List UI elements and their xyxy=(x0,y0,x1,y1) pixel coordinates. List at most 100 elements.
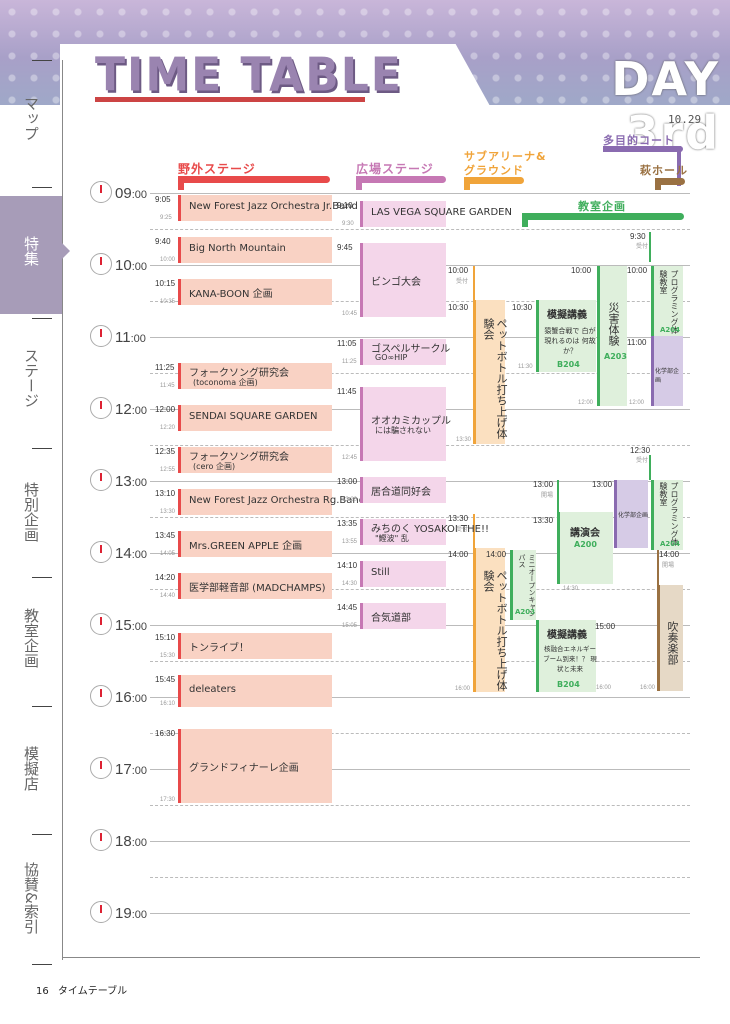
event-title: オオカミカップル xyxy=(371,416,451,427)
multi-event[interactable]: プログラミング体験教室 A204 xyxy=(651,266,683,336)
plaza-event[interactable]: みちのく YOSAKOI THE!!"鰹波" 乱 xyxy=(360,519,489,545)
event-end-time: 11:45 xyxy=(160,383,175,389)
outdoor-event[interactable]: グランドフィナーレ企画 xyxy=(178,729,332,803)
hagi-event[interactable]: 吹奏楽部 xyxy=(657,585,683,691)
hour-value: 12 xyxy=(115,401,132,418)
outdoor-event[interactable]: SENDAI SQUARE GARDEN xyxy=(178,405,332,431)
hour-row: 13:00 xyxy=(85,469,147,493)
subarena-event[interactable]: ペットボトル打ち上げ体験会 xyxy=(473,548,508,692)
nav-separator xyxy=(32,187,52,188)
event-start-time: 12:35 xyxy=(155,447,176,456)
classroom-event[interactable]: 災害体験 A203 xyxy=(597,266,627,406)
hour-line xyxy=(150,697,690,698)
event-start-time: 9:10 xyxy=(337,201,353,210)
plaza-event[interactable]: 合気道部 xyxy=(360,603,446,629)
event-subtitle: (cero 企画) xyxy=(193,462,236,471)
multi-event[interactable]: プログラミング体験教室 A204 xyxy=(651,480,683,550)
event-title: SENDAI SQUARE GARDEN xyxy=(189,411,318,422)
outdoor-event[interactable]: Big North Mountain xyxy=(178,237,332,263)
nav-item-sponsors[interactable]: 協賛&索引 xyxy=(22,862,40,934)
plaza-event[interactable]: オオカミカップルには騙されない xyxy=(360,387,451,461)
stage-bar-multi xyxy=(603,146,683,152)
event-end-time: 17:30 xyxy=(160,797,176,803)
classroom-event[interactable]: 模擬講義 核融合エネルギー ブーム到来！？ 現状と未来 B204 xyxy=(536,620,597,692)
hour-line xyxy=(150,913,690,914)
multi-event[interactable]: 化学部企画 xyxy=(651,336,683,406)
event-subtitle: には騙されない xyxy=(375,426,431,435)
bottom-divider xyxy=(62,957,700,958)
event-start-time: 16:30 xyxy=(155,729,176,738)
nav-item-stage[interactable]: ステージ xyxy=(22,348,40,408)
header-title-panel xyxy=(60,44,490,106)
hour-label: 11:00 xyxy=(115,329,146,346)
outdoor-event[interactable]: New Forest Jazz Orchestra Jr.Band xyxy=(178,195,358,221)
outdoor-event[interactable]: トンライブ！ xyxy=(178,633,332,659)
event-open-time: 14:00 xyxy=(448,550,469,559)
hour-suffix: :00 xyxy=(131,693,147,705)
classroom-event[interactable]: 模擬講義 猿蟹合戦で 白が現れるのは 何故か？ B204 xyxy=(536,300,596,372)
subarena-event[interactable]: ペットボトル打ち上げ体験会 xyxy=(473,300,508,444)
half-hour-line xyxy=(150,589,690,590)
page-title: TIME TABLE xyxy=(95,48,403,103)
event-title: 模擬講義 xyxy=(547,630,587,641)
event-title: みちのく YOSAKOI THE!! xyxy=(371,524,489,535)
event-start-time: 13:10 xyxy=(155,489,176,498)
room-label: A204 xyxy=(660,326,681,334)
stage-bar-hook xyxy=(655,178,661,190)
event-title: 医学部軽音部 (MADCHAMPS) xyxy=(189,583,326,594)
outdoor-event[interactable]: KANA-BOON 企画 xyxy=(178,279,332,305)
event-end-time: 12:00 xyxy=(629,400,645,406)
event-title: グランドフィナーレ企画 xyxy=(189,763,299,774)
event-title: Big North Mountain xyxy=(189,243,286,254)
nav-item-classroom[interactable]: 教室企画 xyxy=(22,608,40,668)
event-end-time: 14:30 xyxy=(342,581,358,587)
classroom-event[interactable]: ミニオープンキャンパス A203 xyxy=(510,550,536,620)
event-end-time: 9:30 xyxy=(342,221,354,227)
hour-label: 18:00 xyxy=(115,833,147,850)
hour-value: 11 xyxy=(115,329,131,346)
event-open-time: 10:30 xyxy=(448,303,469,312)
outdoor-event[interactable]: Mrs.GREEN APPLE 企画 xyxy=(178,531,332,557)
hour-row: 10:00 xyxy=(85,253,147,277)
stage-bar-hook xyxy=(356,176,362,190)
clock-icon xyxy=(90,181,112,203)
event-start-time: 15:10 xyxy=(155,633,176,642)
nav-item-stalls[interactable]: 模擬店 xyxy=(22,746,40,791)
outdoor-event[interactable]: deleaters xyxy=(178,675,332,707)
event-title: 化学部企画 xyxy=(655,368,680,384)
half-hour-line xyxy=(150,733,690,734)
event-start-time: 13:00 xyxy=(592,480,613,489)
outdoor-event[interactable]: フォークソング研究会(cero 企画) xyxy=(178,447,332,473)
classroom-event[interactable]: 講演会 A200 xyxy=(557,512,613,584)
plaza-event[interactable]: Still xyxy=(360,561,446,587)
nav-item-special[interactable]: 特別企画 xyxy=(22,482,40,542)
multi-event[interactable]: 化学部企画 xyxy=(614,480,648,548)
nav-item-map[interactable]: マップ xyxy=(22,96,40,141)
event-start-time: 13:00 xyxy=(533,480,554,489)
outdoor-event[interactable]: フォークソング研究会(toconoma 企画) xyxy=(178,363,332,389)
reception-marker xyxy=(649,455,651,480)
event-title: 化学部企画 xyxy=(618,512,649,519)
hour-value: 19 xyxy=(115,905,132,922)
room-label: A203 xyxy=(604,352,627,361)
hour-suffix: :00 xyxy=(131,405,147,417)
stage-bar-hook xyxy=(464,177,470,190)
plaza-event[interactable]: ビンゴ大会 xyxy=(360,243,446,317)
plaza-event[interactable]: 居合道同好会 xyxy=(360,477,446,503)
hour-label: 19:00 xyxy=(115,905,147,922)
outdoor-event[interactable]: 医学部軽音部 (MADCHAMPS) xyxy=(178,573,332,599)
reception-marker xyxy=(473,514,475,548)
hour-suffix: :00 xyxy=(131,909,147,921)
nav-item-feature[interactable]: 特集 xyxy=(0,196,62,314)
outdoor-event[interactable]: New Forest Jazz Orchestra Rg.Band xyxy=(178,489,365,515)
stage-header-hagi: 萩ホール xyxy=(640,164,688,177)
event-end-time: 11:25 xyxy=(342,359,357,365)
nav-separator xyxy=(32,448,52,449)
plaza-event[interactable]: LAS VEGA SQUARE GARDEN xyxy=(360,201,512,227)
hour-label: 13:00 xyxy=(115,473,147,490)
hour-value: 13 xyxy=(115,473,132,490)
reception-marker xyxy=(657,550,659,585)
event-start-time: 11:00 xyxy=(627,338,647,347)
event-subtitle: 猿蟹合戦で 白が現れるのは 何故か？ xyxy=(544,327,596,355)
